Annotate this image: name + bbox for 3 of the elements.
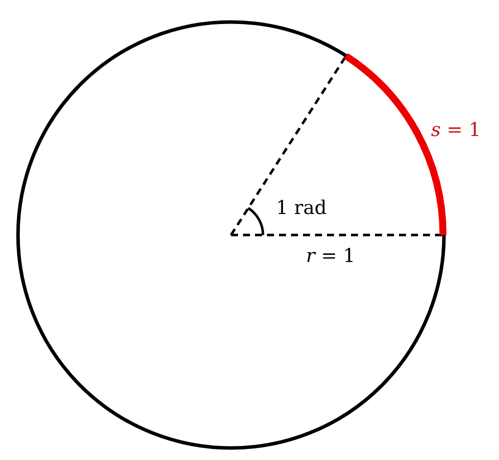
angle-label: 1 rad [276,199,327,218]
radius-label: r = 1 [306,247,356,266]
arc-length-label: s = 1 [431,121,481,140]
